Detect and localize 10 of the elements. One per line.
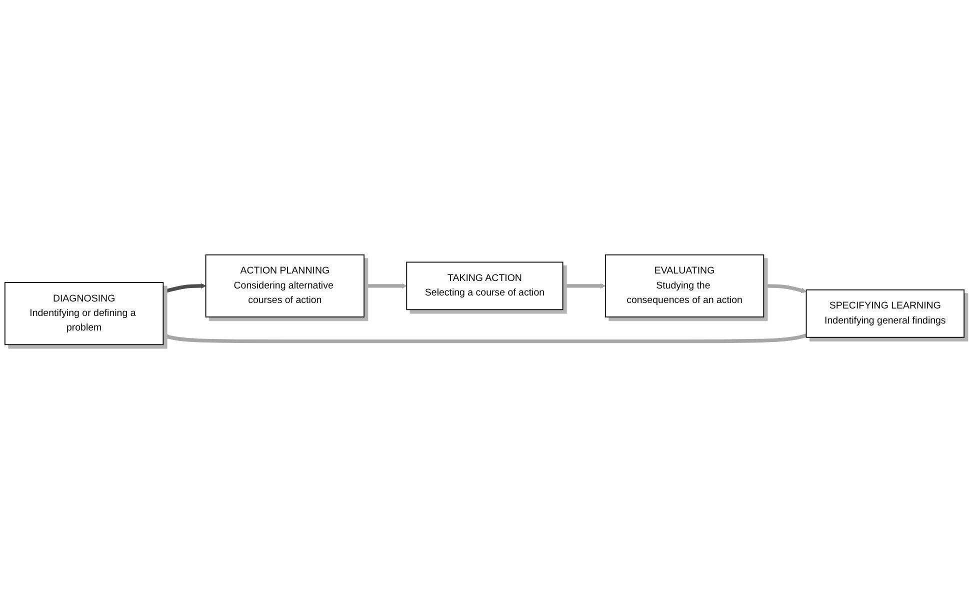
node-box: ACTION PLANNING Considering alternative courses of action <box>205 254 364 318</box>
node-box: DIAGNOSING Indentifying or defining a problem <box>4 282 164 345</box>
node-box: SPECIFYING LEARNING Indentifying general findings <box>806 289 965 338</box>
arrow <box>162 282 206 294</box>
node-box: TAKING ACTION Selecting a course of action <box>406 261 564 310</box>
arrow <box>364 282 407 288</box>
arrow <box>764 284 807 293</box>
node-box: EVALUATING Studying the consequences of an action <box>604 254 764 318</box>
arrow <box>162 333 807 343</box>
arrow <box>562 282 606 288</box>
